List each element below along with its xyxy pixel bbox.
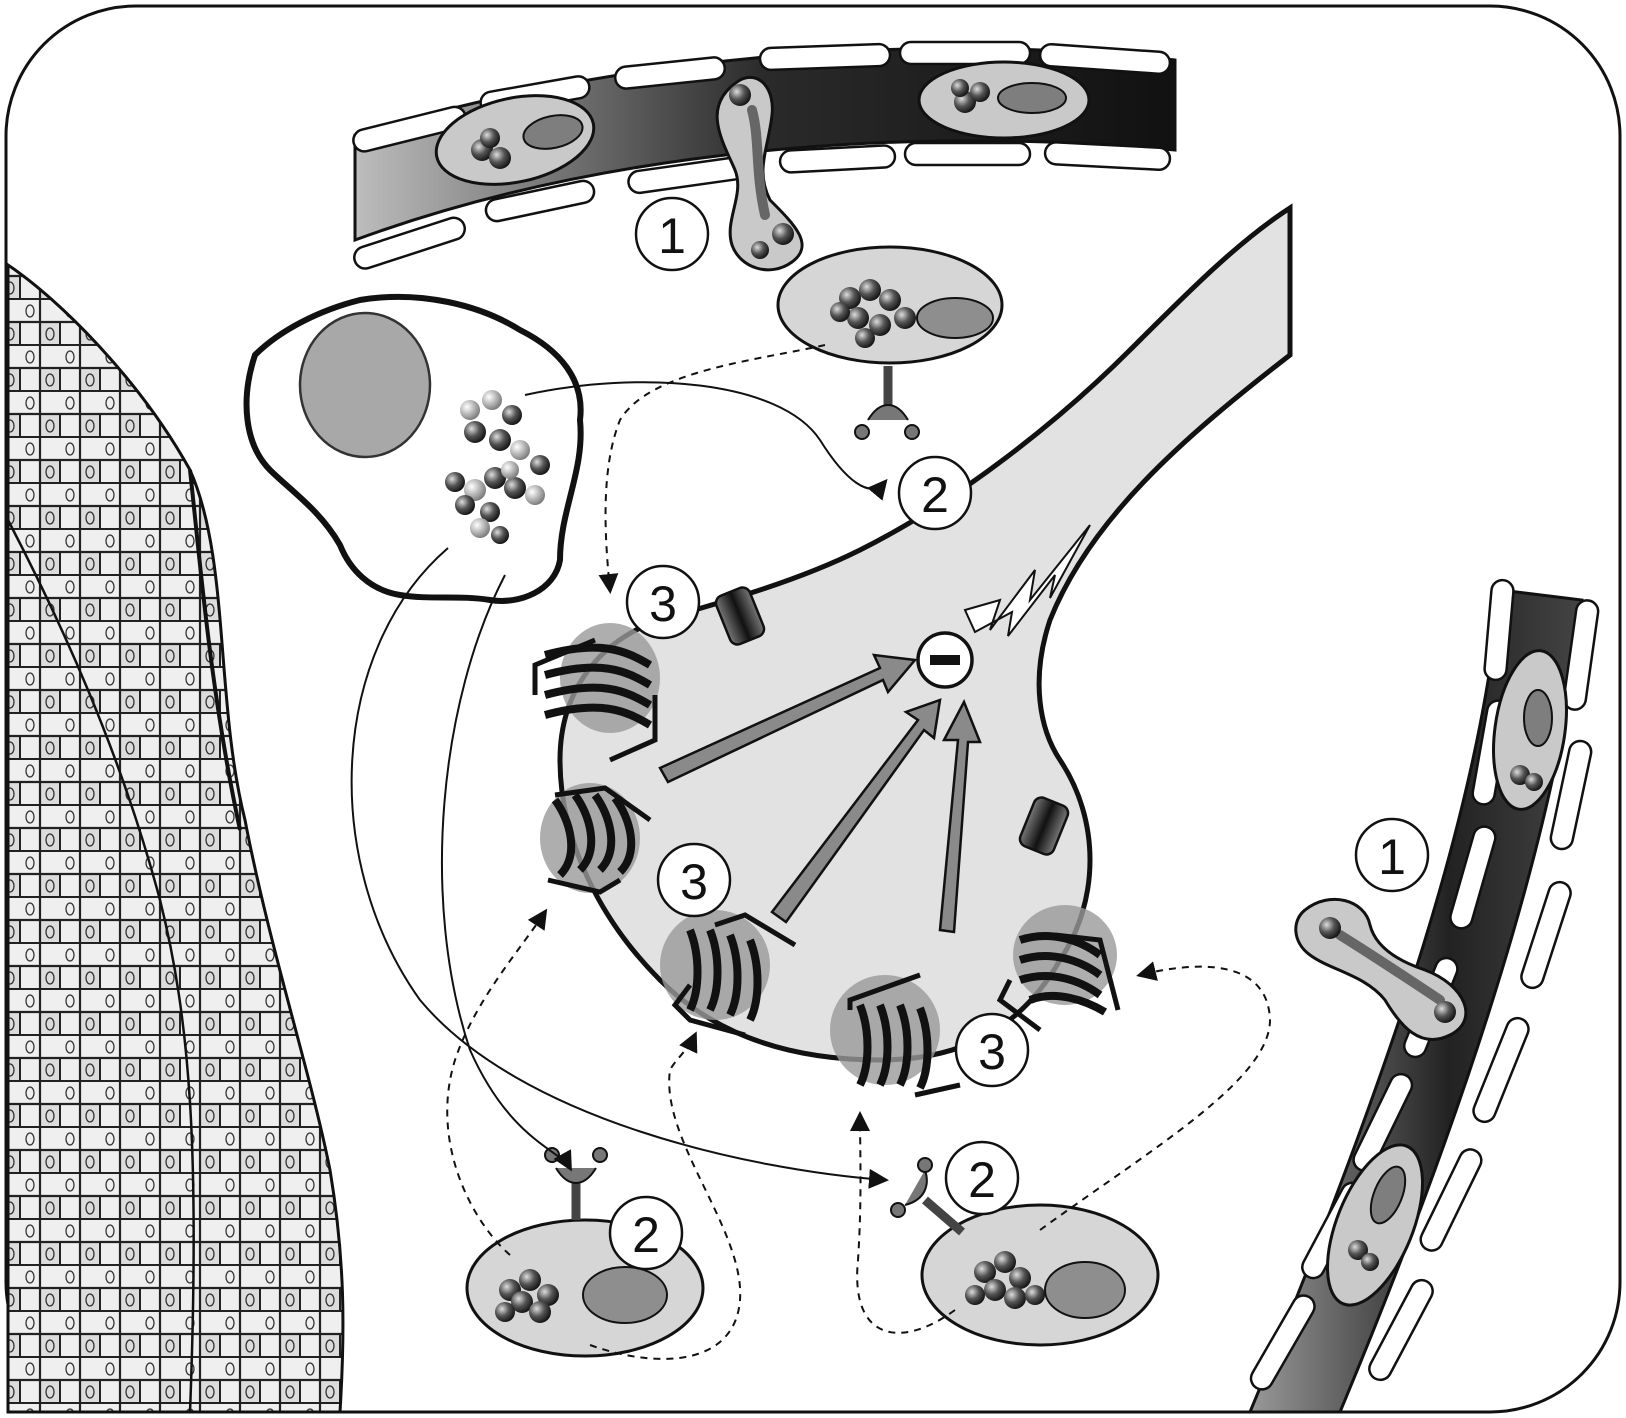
label-vessel-right: 1 [1354,817,1430,893]
arrow-1 [658,653,918,784]
receptor-top-left [532,623,660,763]
svg-text:2: 2 [632,1207,660,1263]
label-synapse-left: 3 [656,842,732,918]
inhibition-symbol [916,631,974,689]
immune-cell-nucleus [298,311,432,459]
receptor-bottom [830,972,961,1098]
receptor-icon-top [854,366,920,440]
pathway-to-bottom-right-receptor [350,547,889,1189]
action-potential-icon [963,524,1091,637]
transmigrating-cell-right [1294,897,1468,1042]
signaling-arrows [658,653,982,934]
label-synapse-bottom: 3 [954,1012,1030,1088]
svg-text:1: 1 [658,208,686,264]
svg-text:3: 3 [680,854,708,910]
label-receptor-bottom-right: 2 [944,1140,1020,1216]
dashed-bottom-left-1 [446,908,548,1256]
pathway-to-top-receptor [524,381,888,501]
svg-text:1: 1 [1378,829,1406,885]
svg-text:3: 3 [649,576,677,632]
dashed-bottom-right-1 [850,1111,956,1334]
immune-cell-granules [445,390,550,544]
cell-top [776,245,1004,440]
ion-channel-right [1018,796,1070,856]
cell-bottom-right [890,1157,1160,1347]
dashed-top [598,344,826,594]
receptor-complexes [532,623,1121,1098]
label-receptor-bottom-left: 2 [608,1195,684,1271]
release-pathways [350,381,889,1189]
epithelial-tissue [6,262,345,1414]
receptor-icon-bottom-right [890,1157,965,1236]
receptor-left [540,783,652,895]
ion-channel-top [714,586,766,646]
svg-text:2: 2 [921,467,949,523]
dashed-bottom-left-2 [589,1031,742,1360]
label-synapse-top: 3 [625,564,701,640]
dashed-bottom-right-2 [1039,961,1272,1231]
receptor-bottom-left [660,910,797,1038]
pathway-to-bottom-left-receptor [440,574,572,1172]
dashed-pathways [446,344,1272,1360]
number-labels: 1 1 2 2 2 3 3 3 [608,196,1430,1271]
receptor-right [996,905,1121,1032]
arrow-3 [938,699,982,934]
svg-text:3: 3 [978,1024,1006,1080]
label-vessel-top: 1 [634,196,710,272]
svg-text:2: 2 [968,1152,996,1208]
label-receptor-top: 2 [897,455,973,531]
transmigrating-cell-top [715,76,804,272]
arrow-2 [770,698,942,924]
immune-cell [243,293,584,604]
